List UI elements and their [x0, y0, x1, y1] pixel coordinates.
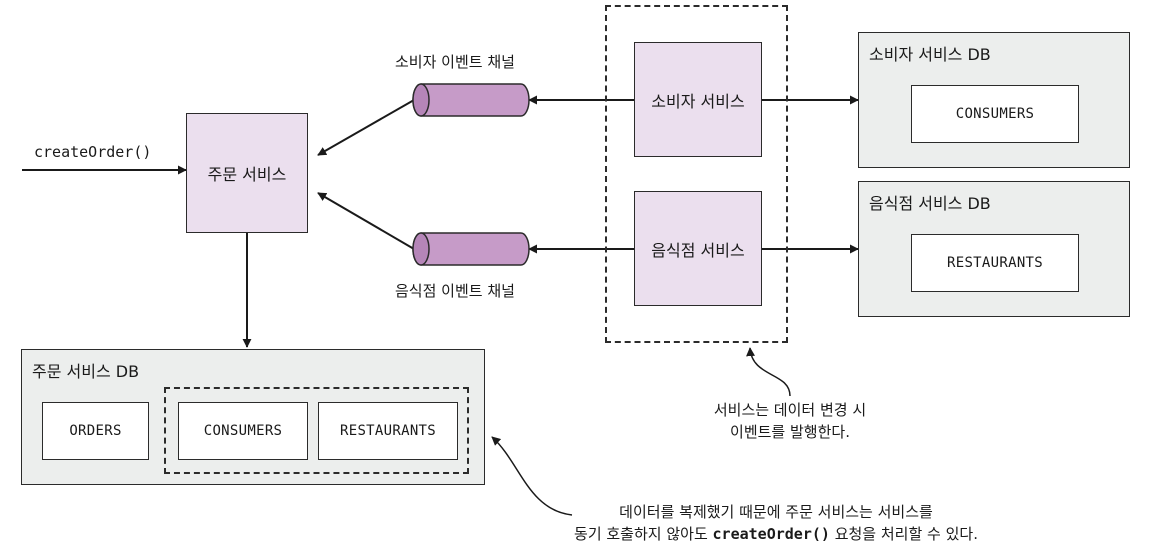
restaurant-db-table: RESTAURANTS: [911, 234, 1079, 292]
publish-note-line2: 이벤트를 발행한다.: [730, 423, 850, 441]
replica-note-line2-post: 요청을 처리할 수 있다.: [829, 525, 978, 543]
replica-note-line2: 동기 호출하지 않아도 createOrder() 요청을 처리할 수 있다.: [546, 523, 1006, 545]
restaurant-service-db: 음식점 서비스 DB RESTAURANTS: [858, 181, 1130, 317]
create-order-label: createOrder(): [34, 143, 152, 161]
consumer-channel-to-order-arrow: [317, 99, 415, 156]
consumer-service: 소비자 서비스: [634, 42, 762, 157]
order-service-label: 주문 서비스: [207, 165, 287, 184]
restaurant-service-label: 음식점 서비스: [651, 240, 745, 260]
replica-note: 데이터를 복제했기 때문에 주문 서비스는 서비스를 동기 호출하지 않아도 c…: [546, 501, 1006, 545]
consumer-db-title: 소비자 서비스 DB: [869, 45, 991, 64]
order-db-restaurants-table: RESTAURANTS: [318, 402, 458, 460]
restaurant-channel-label: 음식점 이벤트 채널: [395, 282, 515, 300]
consumer-service-db: 소비자 서비스 DB CONSUMERS: [858, 32, 1130, 168]
consumer-db-table: CONSUMERS: [911, 85, 1079, 143]
replica-note-line1: 데이터를 복제했기 때문에 주문 서비스는 서비스를: [619, 503, 933, 521]
publishing-services-group: [605, 5, 788, 343]
restaurant-channel-to-order-arrow: [317, 192, 415, 250]
order-db-title: 주문 서비스 DB: [32, 362, 140, 381]
replicated-tables-group: [164, 387, 469, 474]
publish-note-pointer: [746, 347, 791, 397]
consumer-service-label: 소비자 서비스: [651, 91, 745, 111]
order-service-db: 주문 서비스 DB ORDERS CONSUMERS RESTAURANTS: [21, 349, 485, 485]
order-db-consumers-table: CONSUMERS: [178, 402, 308, 460]
order-service: 주문 서비스: [186, 113, 308, 233]
restaurant-db-title: 음식점 서비스 DB: [869, 194, 991, 213]
publish-note-line1: 서비스는 데이터 변경 시: [713, 401, 867, 419]
consumer-event-channel: [412, 83, 530, 117]
order-db-orders-table: ORDERS: [42, 402, 149, 460]
replica-note-code: createOrder(): [712, 525, 830, 543]
restaurant-event-channel: [412, 232, 530, 266]
replica-note-line2-pre: 동기 호출하지 않아도: [574, 525, 713, 543]
restaurant-service: 음식점 서비스: [634, 191, 762, 306]
replica-note-pointer: [491, 436, 573, 516]
consumer-channel-label: 소비자 이벤트 채널: [395, 53, 515, 71]
publish-note: 서비스는 데이터 변경 시 이벤트를 발행한다.: [700, 399, 880, 443]
